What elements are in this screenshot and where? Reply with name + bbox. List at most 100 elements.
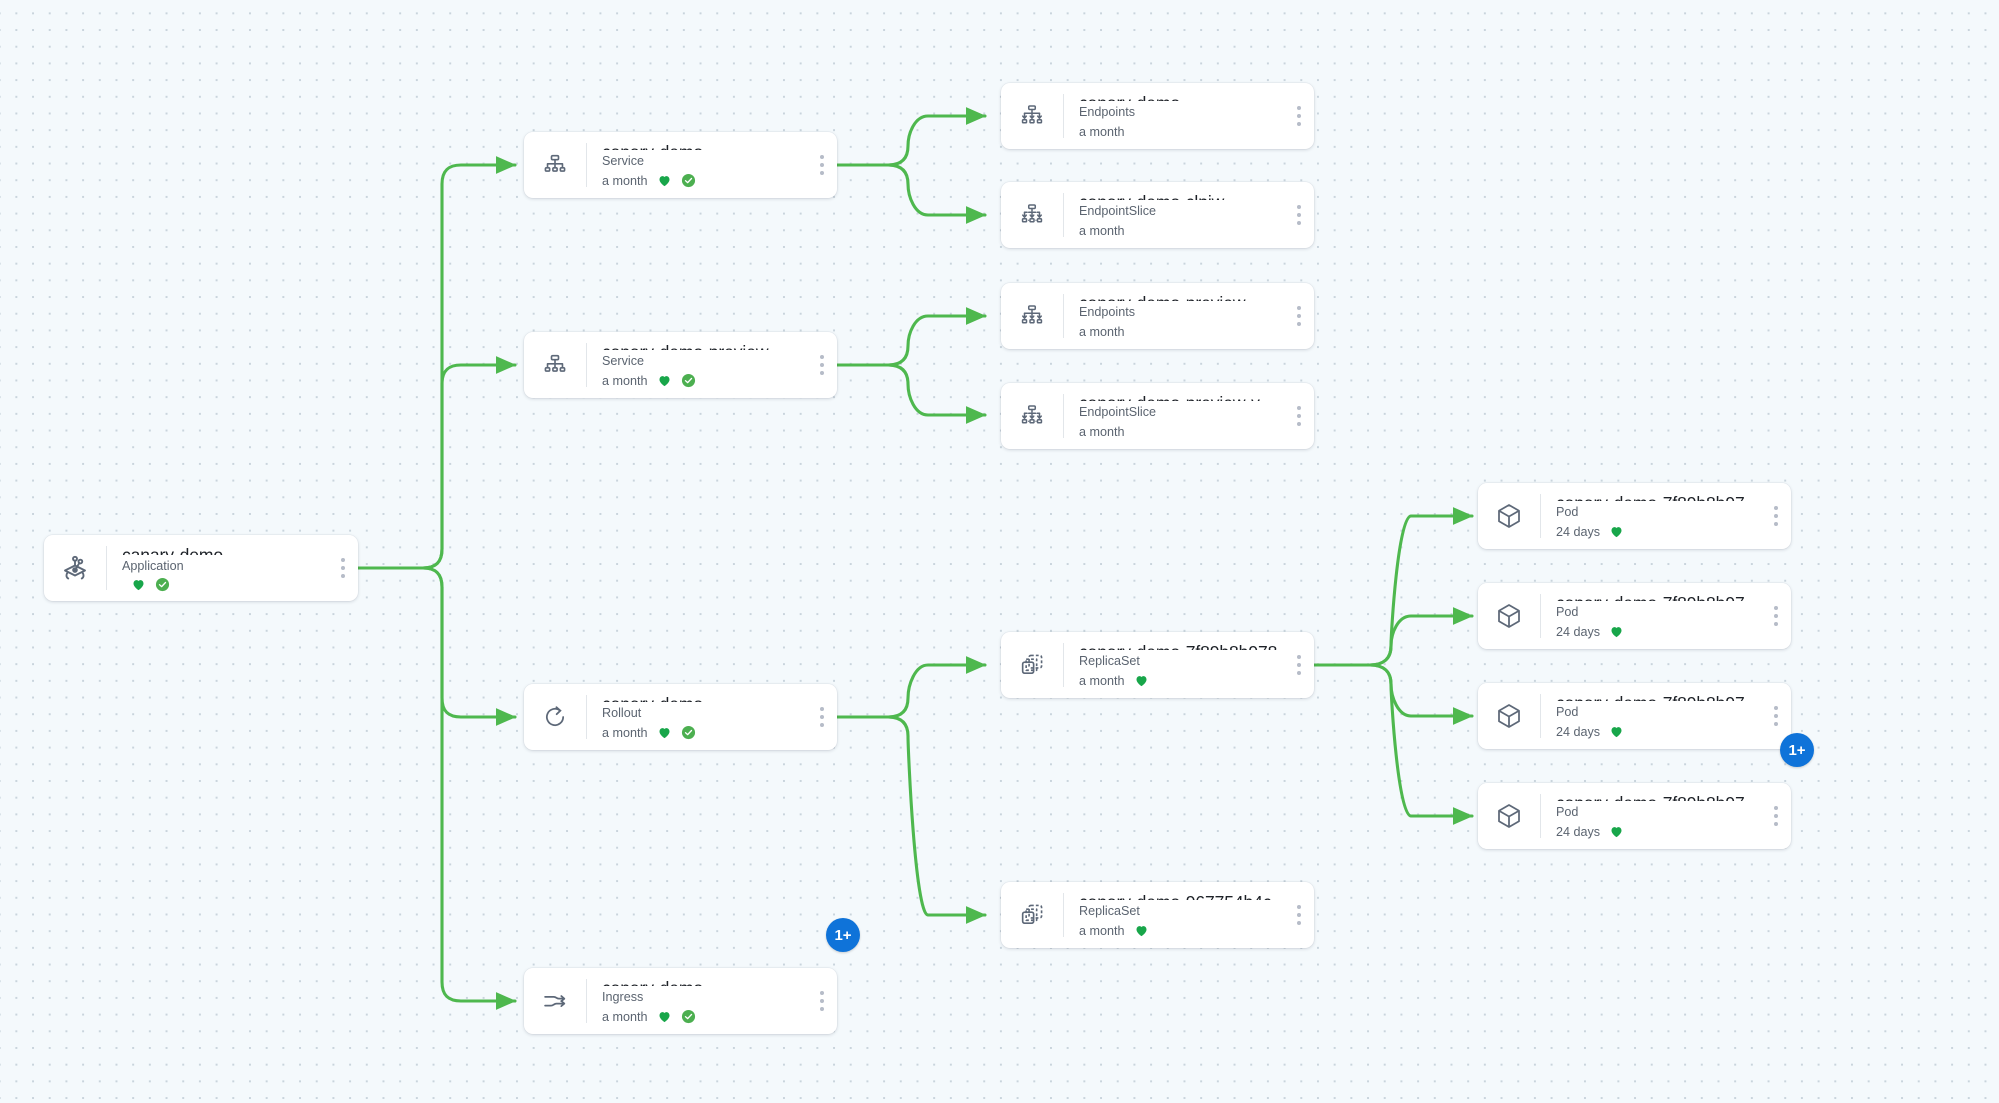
node-actions-menu[interactable] [807, 990, 837, 1012]
node-endpointslice-canary-demo-clpjw[interactable]: canary-demo-clpjw EndpointSlice a month [1001, 182, 1314, 248]
endpointslice-icon [1001, 383, 1063, 449]
node-kind: Rollout [602, 706, 642, 721]
node-application-canary-demo[interactable]: canary-demo Application [44, 535, 358, 601]
node-title: canary-demo-clpjw [1079, 191, 1284, 200]
divider [586, 143, 587, 187]
sync-status-icon [681, 726, 695, 740]
divider [586, 979, 587, 1023]
ingress-icon [524, 968, 586, 1034]
node-kind: Service [602, 154, 644, 169]
node-ingress-canary-demo[interactable]: 1+ canary-demo Ingress a month [524, 918, 860, 1041]
pod-icon [1478, 783, 1540, 849]
health-heart-icon [133, 580, 144, 591]
replicaset-icon [1001, 632, 1063, 698]
node-replicaset-7f89b8b978[interactable]: canary-demo-7f89b8b978 ReplicaSet a mont… [1001, 632, 1314, 698]
sync-status-icon [681, 1010, 695, 1024]
node-service-canary-demo-preview[interactable]: canary-demo-preview Service a month [524, 332, 837, 398]
node-age: a month [1079, 923, 1125, 938]
node-title: canary-demo-7f89b8b97... [1556, 492, 1761, 501]
node-count-badge[interactable]: 1+ [1780, 733, 1814, 767]
node-endpoints-canary-demo[interactable]: canary-demo Endpoints a month [1001, 83, 1314, 149]
sync-status-icon [681, 174, 695, 188]
node-actions-menu[interactable] [1284, 654, 1314, 676]
node-count-badge[interactable]: 1+ [826, 918, 860, 952]
health-heart-icon [1611, 527, 1622, 538]
node-age: a month [1079, 673, 1125, 688]
node-title: canary-demo-7f89b8b978 [1079, 641, 1284, 650]
node-title: canary-demo-7f89b8b97... [1556, 692, 1761, 701]
endpoints-icon [1001, 83, 1063, 149]
node-actions-menu[interactable] [1284, 405, 1314, 427]
node-age: a month [602, 1009, 648, 1024]
node-actions-menu[interactable] [1284, 105, 1314, 127]
node-age: a month [1079, 324, 1125, 339]
node-pod-1[interactable]: canary-demo-7f89b8b97... Pod 24 days [1478, 483, 1791, 549]
node-actions-menu[interactable] [1284, 204, 1314, 226]
node-actions-menu[interactable] [1761, 505, 1791, 527]
divider [1063, 193, 1064, 237]
node-kind: ReplicaSet [1079, 654, 1140, 669]
node-pod-2[interactable]: canary-demo-7f89b8b97... Pod 24 days [1478, 583, 1791, 649]
node-title: canary-demo [602, 141, 807, 150]
node-actions-menu[interactable] [1761, 705, 1791, 727]
health-heart-icon [659, 1012, 670, 1023]
health-heart-icon [659, 176, 670, 187]
node-title: canary-demo [602, 693, 807, 702]
node-replicaset-967754b4c[interactable]: canary-demo-967754b4c ReplicaSet a month [1001, 882, 1314, 948]
divider [586, 695, 587, 739]
rollout-icon [524, 684, 586, 750]
node-pod-3[interactable]: canary-demo-7f89b8b97... Pod 24 days [1478, 683, 1791, 749]
node-kind: Ingress [602, 990, 644, 1005]
divider [1063, 294, 1064, 338]
node-kind: EndpointSlice [1079, 405, 1157, 420]
node-kind: Endpoints [1079, 305, 1136, 320]
node-kind: Pod [1556, 505, 1579, 520]
sync-status-icon [681, 374, 695, 388]
node-actions-menu[interactable] [1761, 805, 1791, 827]
replicaset-icon [1001, 882, 1063, 948]
divider [1540, 694, 1541, 738]
health-heart-icon [659, 728, 670, 739]
node-title: canary-demo-967754b4c [1079, 891, 1284, 900]
node-actions-menu[interactable] [1284, 305, 1314, 327]
node-service-canary-demo[interactable]: canary-demo Service a month [524, 132, 837, 198]
node-rollout-canary-demo[interactable]: canary-demo Rollout a month [524, 684, 837, 750]
divider [1063, 94, 1064, 138]
pod-icon [1478, 483, 1540, 549]
divider [586, 343, 587, 387]
health-heart-icon [659, 376, 670, 387]
node-actions-menu[interactable] [807, 706, 837, 728]
node-age: 24 days [1556, 724, 1601, 739]
divider [1063, 643, 1064, 687]
node-title: canary-demo [602, 977, 807, 986]
service-icon [524, 132, 586, 198]
node-kind: Application [122, 558, 184, 573]
argo-application-icon [44, 535, 106, 601]
node-title: canary-demo [122, 544, 328, 555]
node-kind: Pod [1556, 605, 1579, 620]
node-title: canary-demo [1079, 92, 1284, 101]
node-actions-menu[interactable] [807, 154, 837, 176]
node-age: 24 days [1556, 624, 1601, 639]
node-endpoints-canary-demo-preview[interactable]: canary-demo-preview Endpoints a month [1001, 283, 1314, 349]
node-age: a month [602, 725, 648, 740]
node-actions-menu[interactable] [1284, 904, 1314, 926]
health-heart-icon [1611, 727, 1622, 738]
node-endpointslice-canary-demo-preview[interactable]: canary-demo-preview-v... EndpointSlice a… [1001, 383, 1314, 449]
health-heart-icon [1136, 926, 1147, 937]
divider [1063, 394, 1064, 438]
node-actions-menu[interactable] [328, 557, 358, 579]
health-heart-icon [1611, 827, 1622, 838]
node-age: a month [602, 373, 648, 388]
pod-icon [1478, 583, 1540, 649]
node-actions-menu[interactable] [807, 354, 837, 376]
sync-status-icon [155, 577, 170, 592]
node-pod-4[interactable]: 1+ canary-demo-7f89b8b97... Pod 24 days [1478, 733, 1814, 856]
node-kind: Service [602, 354, 644, 369]
node-actions-menu[interactable] [1761, 605, 1791, 627]
node-age: 24 days [1556, 524, 1601, 539]
node-kind: Pod [1556, 805, 1579, 820]
divider [1540, 794, 1541, 838]
health-heart-icon [1136, 676, 1147, 687]
